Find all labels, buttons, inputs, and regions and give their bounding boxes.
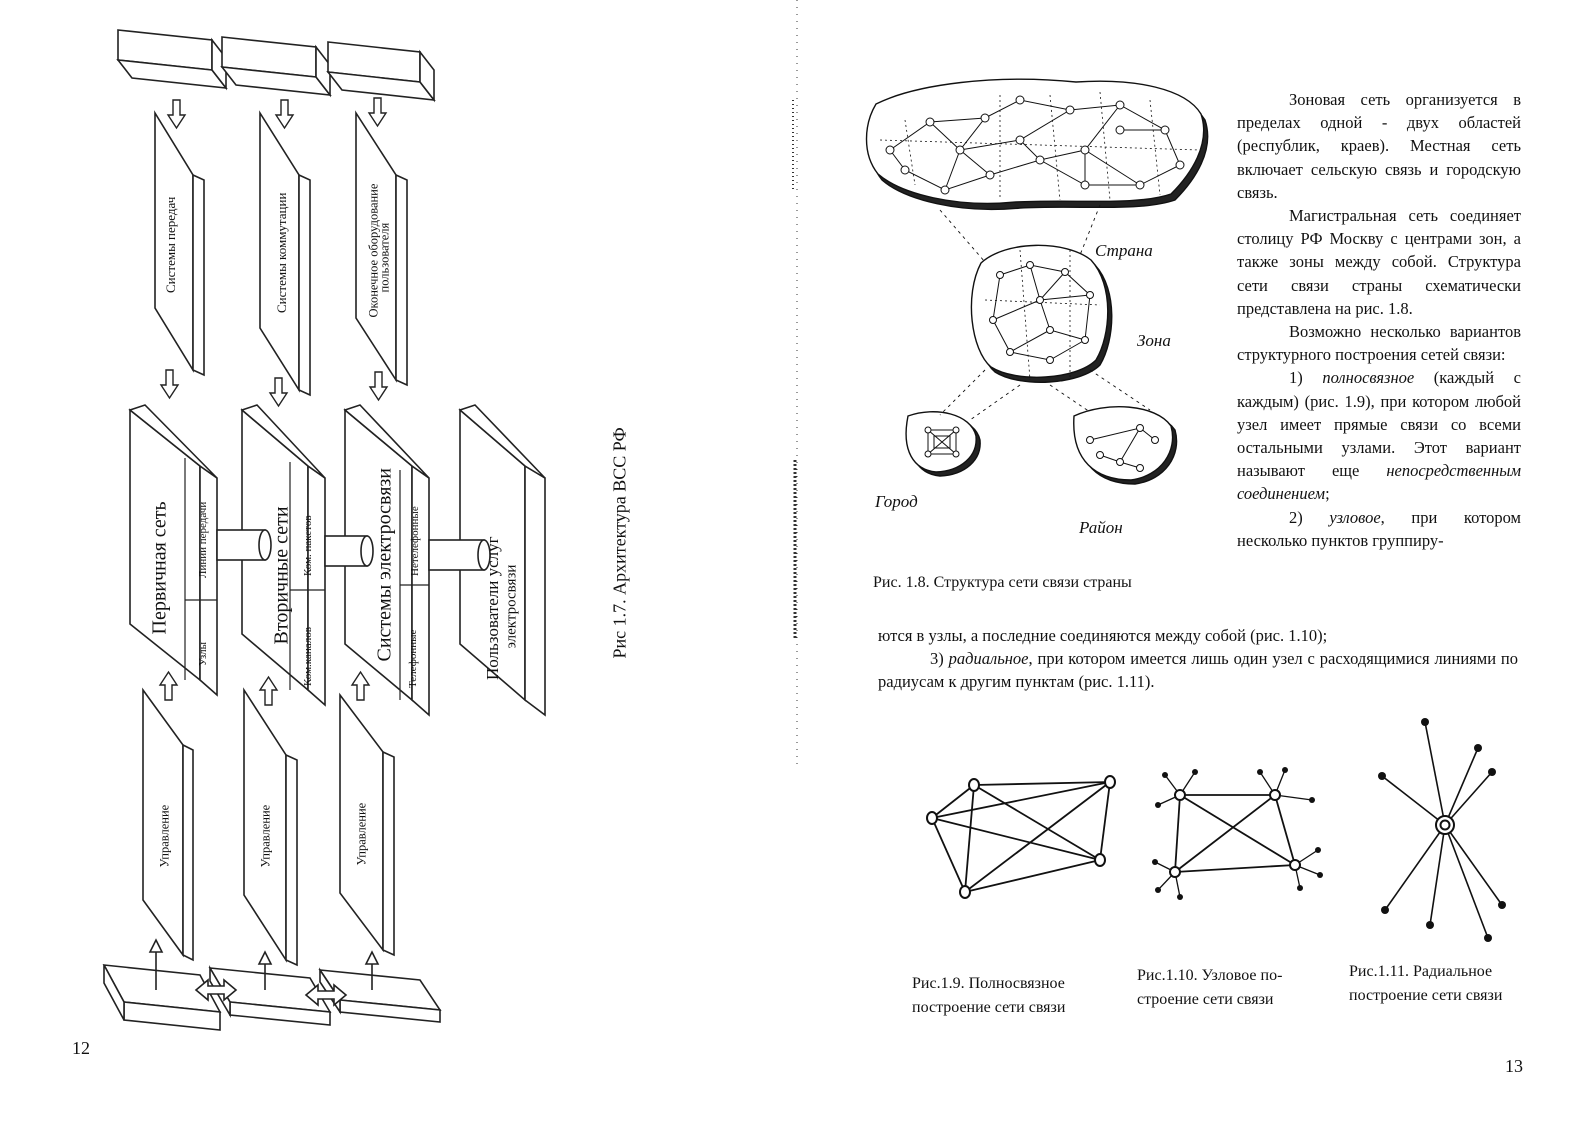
radial-diagram (1378, 718, 1506, 942)
fig-1-9-caption: Рис.1.9. Полносвязное построение сети св… (912, 975, 1066, 1016)
bottom-slab-2 (208, 965, 332, 1026)
page-number-right: 13 (1505, 1056, 1523, 1076)
fig-1-8-caption: Рис. 1.8. Структура сети связи страны (873, 574, 1132, 591)
label-country: Страна (1095, 241, 1153, 260)
country-region (865, 78, 1205, 205)
book-gutter (792, 0, 798, 770)
label-zone: Зона (1137, 331, 1171, 350)
top-slab-1 (116, 29, 228, 91)
text-wide: ются в узлы, а последние соединяются меж… (878, 624, 1518, 694)
paragraph-radial: 3) радиальное, при котором имеется лишь … (878, 649, 1519, 692)
paragraph-full-mesh: 1) полносвязное (каждый с каждым) (рис. … (1237, 368, 1521, 504)
paragraph-trunk: Магистральная сеть соединяет столицу РФ … (1237, 206, 1521, 318)
label-district: Район (1079, 518, 1123, 537)
paragraph-zonal: Зоновая сеть организуется в пределах одн… (1237, 90, 1521, 202)
paragraph-nodal-continued: ются в узлы, а последние соединяются меж… (878, 626, 1328, 645)
top-slab-3 (326, 41, 436, 103)
text-column: Зоновая сеть организуется в пределах одн… (1237, 88, 1521, 552)
paragraph-variants: Возможно несколько вариантов структурног… (1237, 322, 1521, 365)
label-city: Город (875, 492, 918, 511)
left-page: Системы передач Системы коммутации Оконе… (0, 0, 790, 1128)
bottom-slab-1 (102, 964, 222, 1031)
full-mesh-diagram (926, 775, 1116, 899)
top-slab-2 (220, 36, 332, 98)
fig-1-10-caption: Рис.1.10. Узловое по- строение сети связ… (1137, 967, 1283, 1008)
fig-1-11-caption: Рис.1.11. Радиальное построение сети свя… (1349, 963, 1503, 1004)
district-region (1073, 406, 1174, 481)
architecture-diagram (102, 29, 546, 1031)
page-number-left: 12 (72, 1038, 90, 1058)
paragraph-nodal: 2) узловое, при котором несколько пункто… (1237, 507, 1521, 550)
nodal-diagram (1152, 767, 1323, 900)
